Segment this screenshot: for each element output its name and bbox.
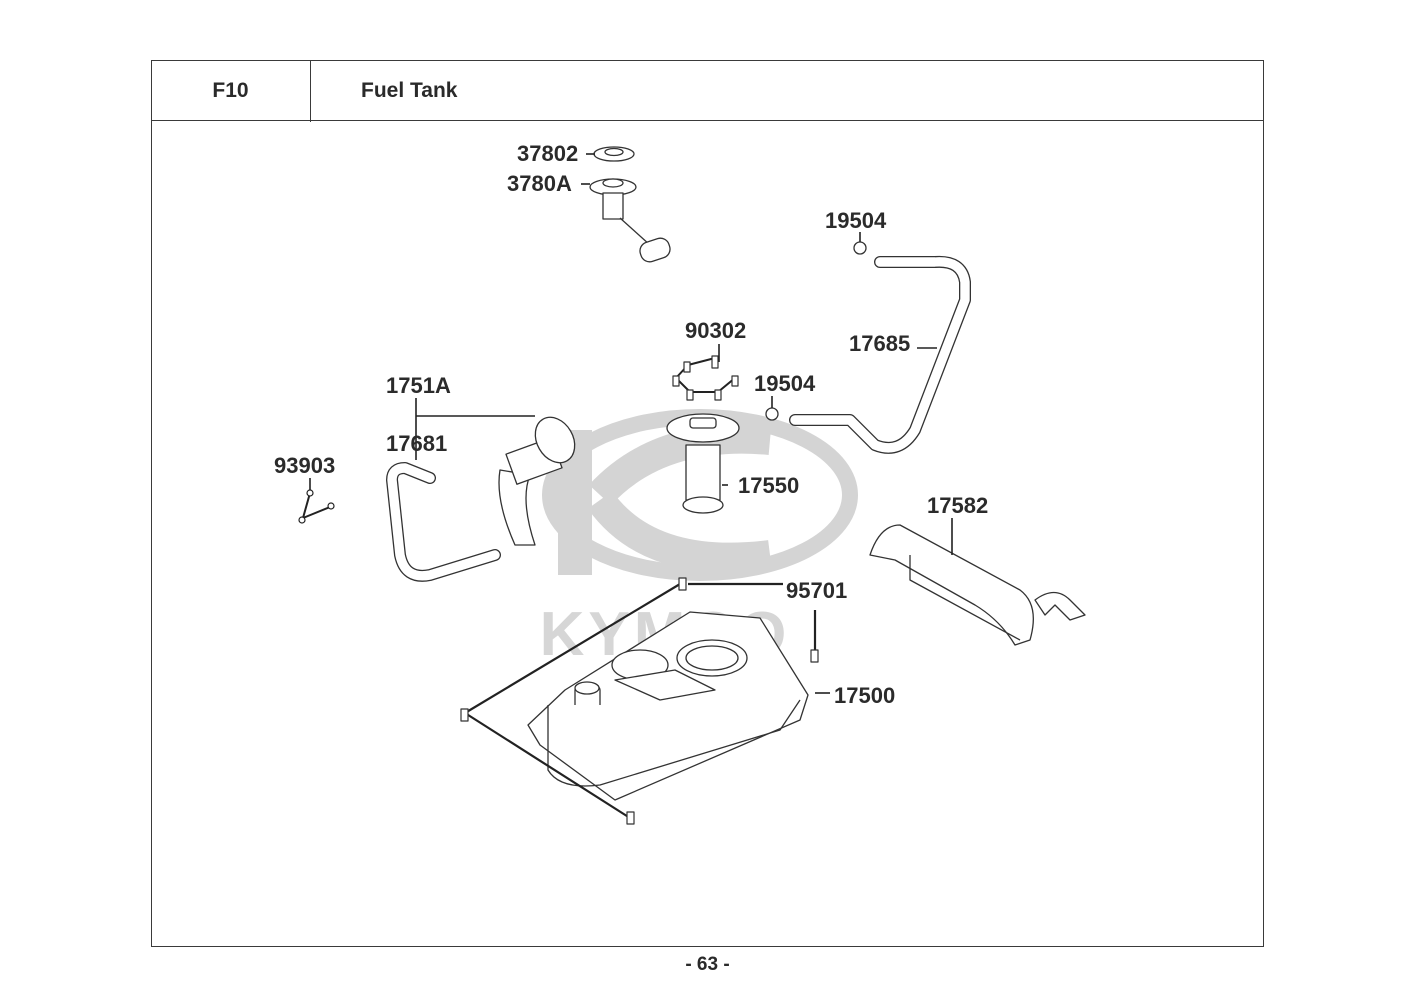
fuel-level-sender-drawing bbox=[589, 178, 671, 263]
hose-clip-middle-drawing bbox=[765, 407, 779, 421]
watermark-k-arm-lower bbox=[587, 490, 772, 573]
bolt-icon bbox=[678, 577, 687, 591]
header-divider bbox=[151, 120, 1264, 121]
callout-3780A[interactable]: 3780A bbox=[507, 171, 572, 196]
pump-flange-nuts-drawing bbox=[672, 355, 739, 401]
callout-1751A[interactable]: 1751A bbox=[386, 373, 451, 398]
fuel-gauge-gasket-drawing bbox=[593, 146, 635, 162]
callout-17681[interactable]: 17681 bbox=[386, 431, 448, 456]
bolt-icon bbox=[810, 649, 819, 663]
hose-clip-upper-drawing bbox=[853, 241, 867, 255]
section-title: Fuel Tank bbox=[361, 79, 458, 102]
filler-drain-hose-drawing bbox=[386, 462, 501, 582]
callout-19504-middle[interactable]: 19504 bbox=[754, 371, 816, 396]
watermark-k-arm-upper bbox=[588, 423, 772, 506]
filler-neck-drawing bbox=[498, 416, 576, 546]
callout-90302[interactable]: 90302 bbox=[685, 318, 747, 343]
callout-17500[interactable]: 17500 bbox=[834, 683, 896, 708]
callout-93903[interactable]: 93903 bbox=[274, 453, 336, 478]
section-code: F10 bbox=[151, 60, 311, 122]
tapping-screws-drawing bbox=[298, 489, 335, 524]
breather-hose-drawing bbox=[789, 255, 971, 454]
fuel-pump-drawing bbox=[666, 413, 740, 514]
callout-95701[interactable]: 95701 bbox=[786, 578, 848, 603]
callout-37802[interactable]: 37802 bbox=[517, 141, 579, 166]
fuel-tank-drawing bbox=[527, 611, 809, 801]
bolt-icon bbox=[460, 708, 469, 722]
callout-leaders bbox=[309, 153, 953, 694]
callout-17550[interactable]: 17550 bbox=[738, 473, 800, 498]
page-number: - 63 - bbox=[685, 954, 730, 975]
callout-17582[interactable]: 17582 bbox=[927, 493, 989, 518]
callout-17685[interactable]: 17685 bbox=[849, 331, 911, 356]
bolt-icon bbox=[626, 811, 635, 825]
tank-bracket-drawing bbox=[869, 524, 1086, 646]
diagram-frame bbox=[151, 60, 1264, 947]
callout-19504-upper[interactable]: 19504 bbox=[825, 208, 887, 233]
